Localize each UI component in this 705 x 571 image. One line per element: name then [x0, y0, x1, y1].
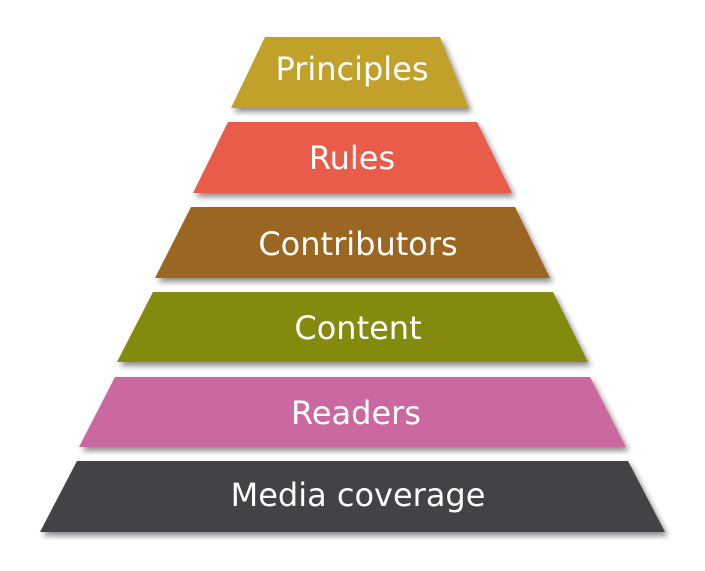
tier-contributors: Contributors	[155, 207, 550, 278]
tier-content-shape	[117, 292, 588, 362]
tier-principles: Principles	[231, 37, 469, 108]
tier-readers: Readers	[79, 377, 626, 447]
tier-readers-label: Readers	[291, 394, 421, 432]
tier-contributors-shape	[155, 207, 550, 278]
tier-principles-label: Principles	[275, 50, 428, 88]
tier-media-coverage-label: Media coverage	[231, 476, 486, 514]
tier-principles-shape	[231, 37, 469, 108]
tier-rules: Rules	[193, 122, 512, 193]
tier-content-label: Content	[294, 309, 421, 347]
tier-contributors-label: Contributors	[258, 225, 457, 263]
tier-content: Content	[117, 292, 588, 362]
tier-media-coverage-shape	[40, 461, 665, 532]
tier-rules-label: Rules	[309, 139, 395, 177]
tier-rules-shape	[193, 122, 512, 193]
tier-media-coverage: Media coverage	[40, 461, 665, 532]
tier-readers-shape	[79, 377, 626, 447]
